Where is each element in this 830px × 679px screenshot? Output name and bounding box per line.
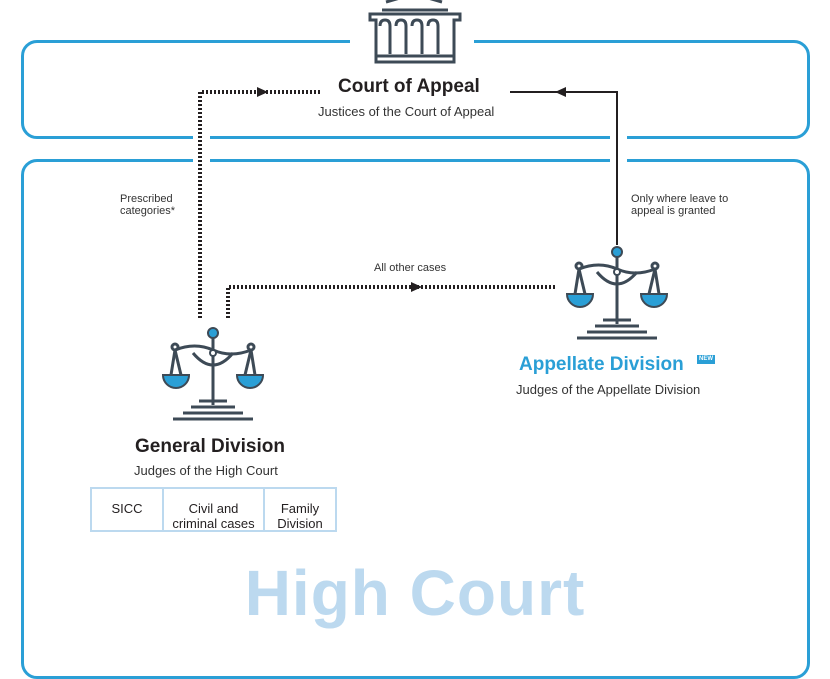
all-other-cases-arrow — [226, 285, 555, 318]
arrowhead-right — [411, 282, 422, 292]
general-division-units: SICC Civil and criminal cases Family Div… — [90, 487, 337, 532]
unit-label: Family — [280, 501, 320, 516]
unit-label: SICC — [111, 501, 143, 516]
prescribed-categories-arrow — [198, 90, 322, 318]
appellate-division-title: Appellate Division — [519, 354, 684, 375]
unit-label: criminal cases — [172, 516, 255, 531]
appellate-division-subtitle: Judges of the Appellate Division — [516, 382, 701, 397]
unit-civil-criminal: Civil and criminal cases — [164, 489, 265, 531]
frame-gap — [350, 36, 474, 46]
unit-label: Division — [277, 516, 323, 531]
general-division-subtitle: Judges of the High Court — [134, 463, 278, 478]
label-line: Only where leave to — [631, 193, 729, 205]
scales-of-justice-icon — [565, 246, 669, 340]
court-of-appeal-title: Court of Appeal — [338, 76, 480, 97]
new-badge: NEW — [697, 355, 715, 364]
connector-layer — [198, 87, 618, 318]
general-division-title: General Division — [135, 436, 285, 457]
unit-sicc: SICC — [92, 489, 164, 530]
unit-family-division: Family Division — [265, 489, 335, 531]
label-line: Prescribed — [120, 193, 173, 205]
label-line: categories* — [120, 205, 176, 217]
court-of-appeal-subtitle: Justices of the Court of Appeal — [318, 104, 495, 119]
all-other-cases-label: All other cases — [374, 262, 447, 274]
leave-to-appeal-arrow — [510, 91, 618, 245]
unit-label: Civil and — [188, 501, 239, 516]
arrowhead-right — [257, 87, 268, 97]
scales-of-justice-icon — [161, 327, 265, 421]
high-court-watermark: High Court — [244, 557, 586, 629]
courthouse-icon — [368, 0, 462, 64]
frame-gap — [610, 135, 627, 165]
leave-to-appeal-label: Only where leave to appeal is granted — [631, 193, 728, 217]
arrowhead-left — [555, 87, 566, 97]
label-line: appeal is granted — [631, 205, 716, 217]
prescribed-categories-label: Prescribed categories* — [120, 193, 175, 217]
